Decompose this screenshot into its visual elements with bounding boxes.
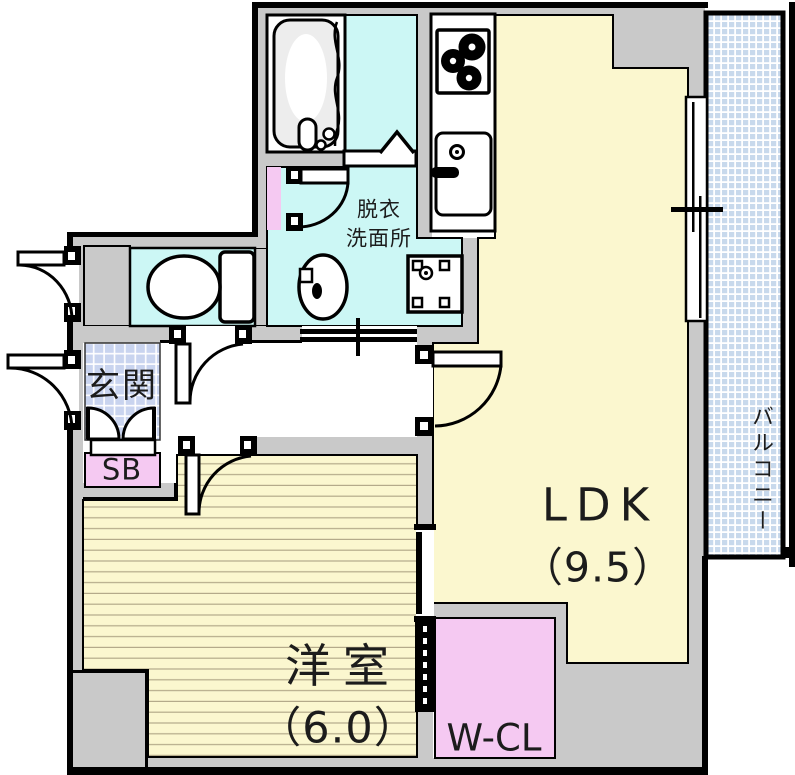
washroom-sliding-door-icon — [300, 318, 417, 356]
shoe-box-label: SB — [101, 452, 143, 487]
room-ldk-floor — [432, 14, 689, 664]
western-room-label: 洋室 — [285, 639, 401, 693]
ldk-door-icon — [415, 345, 503, 436]
entrance-label: 玄関 — [86, 366, 158, 406]
storage-door-icon — [16, 246, 81, 322]
pipe-shaft — [83, 245, 131, 327]
gas-stove-icon — [435, 28, 491, 95]
washroom-label-1: 脱衣 — [357, 197, 401, 222]
washroom-shelf — [267, 167, 281, 230]
accordion-door-icon — [415, 620, 435, 712]
balcony-window-icon — [671, 95, 723, 323]
washroom-label-2: 洗面所 — [346, 226, 412, 251]
beam-notch — [613, 15, 690, 68]
western-room-size-label: （6.0） — [258, 703, 418, 754]
shoe-box — [84, 452, 161, 488]
room-western-floor — [82, 454, 418, 758]
western-room-door-icon — [178, 436, 257, 516]
shoe-box-doors-icon — [86, 406, 157, 457]
sliding-door-icon — [414, 524, 436, 622]
ldk-label: LDK — [541, 478, 659, 532]
washroom-door-icon — [286, 166, 350, 231]
balcony — [703, 10, 795, 560]
bathtub-icon — [272, 18, 341, 152]
kitchen-counter — [429, 12, 497, 233]
entrance-door-icon — [6, 350, 81, 430]
room-wcl-floor — [434, 617, 556, 759]
toilet-icon — [146, 250, 256, 324]
door-openings — [65, 264, 433, 417]
washbasin-icon — [297, 253, 349, 321]
toilet-door-icon — [169, 325, 252, 405]
washing-machine-pan-icon — [406, 254, 464, 314]
corner-pillar — [71, 670, 148, 768]
kitchen-sink-icon — [431, 131, 493, 217]
outer-borders — [67, 2, 795, 775]
balcony-label: バルコニー — [748, 405, 773, 535]
bifold-bath-door-icon — [342, 129, 418, 168]
walls — [67, 8, 705, 768]
ldk-size-label: （9.5） — [521, 543, 675, 592]
wcl-label: W-CL — [446, 716, 542, 760]
